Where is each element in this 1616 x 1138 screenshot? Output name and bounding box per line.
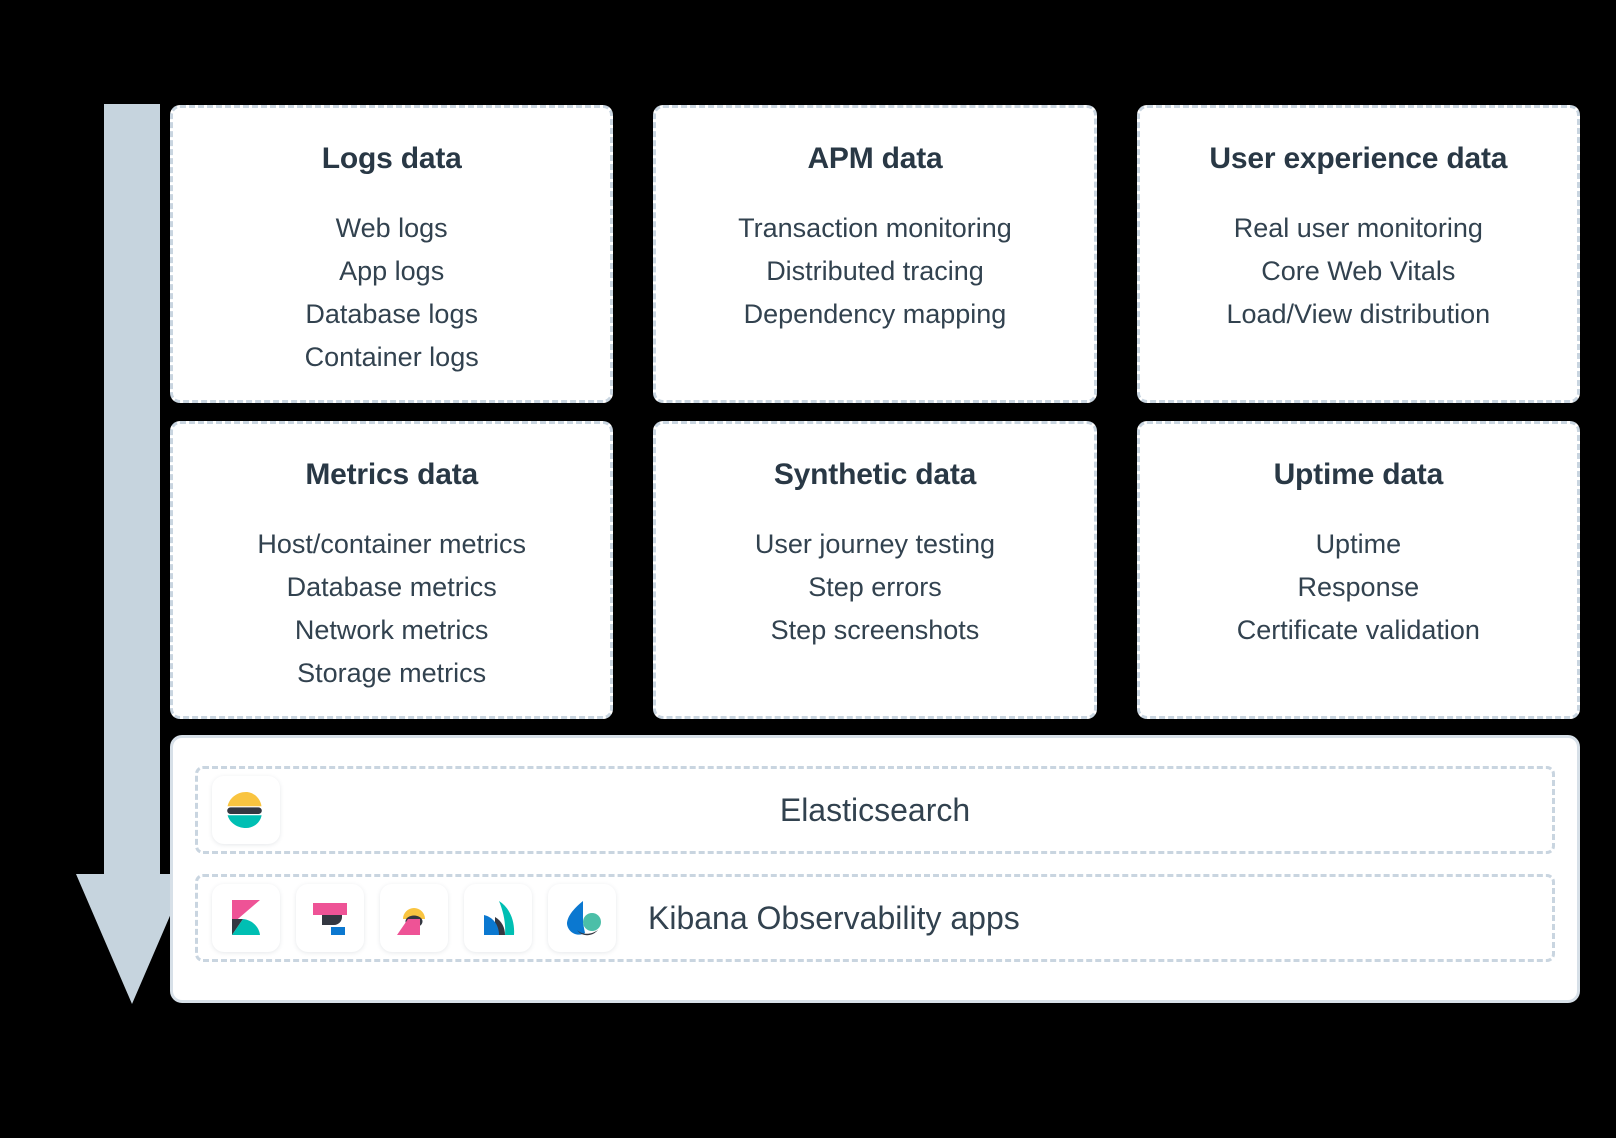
card-item: Response bbox=[1297, 572, 1420, 603]
kibana-tile-strip bbox=[212, 884, 616, 952]
kibana-apps-label: Kibana Observability apps bbox=[648, 899, 1020, 936]
card-item: Dependency mapping bbox=[743, 299, 1007, 330]
data-card-logs: Logs data Web logs App logs Database log… bbox=[170, 105, 614, 403]
kibana-tile bbox=[212, 884, 280, 952]
card-title: User experience data bbox=[1209, 142, 1508, 175]
elasticsearch-icon bbox=[224, 788, 268, 832]
data-card-synthetic: Synthetic data User journey testing Step… bbox=[653, 421, 1097, 719]
card-item-list: User journey testing Step errors Step sc… bbox=[755, 525, 995, 650]
card-item: Step errors bbox=[808, 572, 942, 603]
card-item-list: Web logs App logs Database logs Containe… bbox=[305, 209, 479, 378]
card-item: Transaction monitoring bbox=[738, 213, 1012, 243]
logs-app-tile bbox=[296, 884, 364, 952]
card-item: Distributed tracing bbox=[766, 256, 984, 287]
card-item: Network metrics bbox=[294, 615, 489, 646]
card-item: User journey testing bbox=[754, 529, 996, 559]
card-item: Storage metrics bbox=[297, 658, 487, 689]
data-card-metrics: Metrics data Host/container metrics Data… bbox=[170, 421, 614, 719]
card-title: APM data bbox=[807, 142, 943, 175]
card-item-list: Transaction monitoring Distributed traci… bbox=[738, 209, 1012, 334]
apm-app-icon bbox=[477, 897, 519, 939]
card-item: Step screenshots bbox=[770, 615, 980, 646]
card-item: Host/container metrics bbox=[257, 529, 526, 559]
card-item: Core Web Vitals bbox=[1261, 256, 1456, 287]
logs-app-icon bbox=[309, 897, 351, 939]
metrics-app-icon bbox=[393, 897, 435, 939]
card-title: Uptime data bbox=[1273, 458, 1444, 491]
elasticsearch-tile bbox=[212, 776, 280, 844]
uptime-app-tile bbox=[548, 884, 616, 952]
card-item-list: Uptime Response Certificate validation bbox=[1237, 525, 1480, 650]
card-item: Web logs bbox=[335, 213, 448, 243]
data-card-apm: APM data Transaction monitoring Distribu… bbox=[653, 105, 1097, 403]
card-item: Database metrics bbox=[286, 572, 497, 603]
elasticsearch-label: Elasticsearch bbox=[779, 791, 971, 828]
data-flow-arrow bbox=[74, 104, 190, 1004]
card-item: Load/View distribution bbox=[1226, 299, 1491, 330]
card-title: Logs data bbox=[321, 142, 462, 175]
card-item-list: Real user monitoring Core Web Vitals Loa… bbox=[1226, 209, 1490, 334]
uptime-app-icon bbox=[561, 897, 603, 939]
card-item: Certificate validation bbox=[1236, 615, 1480, 646]
card-item: App logs bbox=[339, 256, 445, 287]
data-card-uptime: Uptime data Uptime Response Certificate … bbox=[1136, 421, 1580, 719]
apm-app-tile bbox=[464, 884, 532, 952]
card-item: Uptime bbox=[1315, 529, 1402, 559]
elasticsearch-row: Elasticsearch bbox=[195, 766, 1555, 854]
platform-panel: Elasticsearch bbox=[170, 735, 1580, 1003]
card-item-list: Host/container metrics Database metrics … bbox=[257, 525, 526, 694]
metrics-app-tile bbox=[380, 884, 448, 952]
card-title: Metrics data bbox=[305, 458, 478, 491]
data-card-grid: Logs data Web logs App logs Database log… bbox=[170, 105, 1580, 719]
card-item: Database logs bbox=[305, 299, 478, 330]
card-item: Real user monitoring bbox=[1233, 213, 1483, 243]
elasticsearch-tile-strip bbox=[212, 776, 280, 844]
data-card-user-experience: User experience data Real user monitorin… bbox=[1136, 105, 1580, 403]
card-title: Synthetic data bbox=[773, 458, 977, 491]
card-item: Container logs bbox=[304, 342, 479, 373]
kibana-apps-row: Kibana Observability apps bbox=[195, 874, 1555, 962]
kibana-icon bbox=[225, 897, 267, 939]
